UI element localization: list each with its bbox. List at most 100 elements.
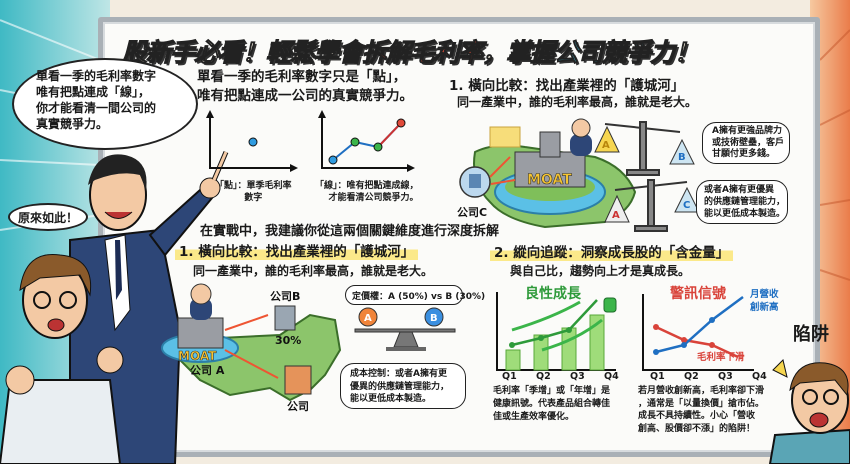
good-growth-chart (496, 292, 617, 371)
bubble-line: 甘願付更多錢。 (712, 149, 776, 159)
bubble-line: 能以更低成本製造。 (704, 209, 786, 219)
title-part: 股新手必看！輕鬆學會 (121, 38, 363, 68)
caption-line: 佳或生產效率優化。 (493, 412, 575, 422)
revenue-label: 月營收 創新高 (750, 288, 779, 314)
caption-line: 才能看清公司競爭力。 (328, 193, 419, 203)
good-caption: 毛利率「季增」或「年增」是 健康訊號。代表產品組合轉佳 佳或生產效率優化。 (493, 385, 610, 424)
speech-line: 真實競爭力。 (36, 117, 109, 131)
page-title: 股新手必看！輕鬆學會拆解毛利率，掌握公司競爭力！ (121, 33, 700, 69)
title-part: ，掌握 (482, 38, 556, 68)
point-dot (248, 137, 258, 147)
bubble-line: 能以更低成本製造。 (350, 394, 432, 404)
section1-sub: 同一產業中，誰的毛利率最高，誰就是老大。 (193, 264, 434, 278)
caption-line: 成長不具持續性。小心「營收 (638, 411, 756, 421)
section2-sub: 與自己比，趨勢向上才是真成長。 (510, 264, 691, 278)
label-line: 月營收 (750, 289, 779, 300)
quarter-label: Q2 (536, 371, 551, 382)
moat-label: MOAT (527, 172, 572, 188)
scale-label: A (364, 313, 372, 324)
caption-line: 健康訊號。代表產品組合轉佳 (493, 399, 611, 409)
intro-text: 單看一季的毛利率數字只是「點」， 唯有把點連成一公司的真實競爭力。 (197, 68, 413, 106)
speech-bubble-small (8, 203, 88, 231)
good-growth-title: 良性成長 (525, 286, 581, 302)
shock-burst-icon (772, 359, 788, 378)
scale-label: A (612, 210, 620, 221)
label-line: 創新高 (750, 302, 779, 313)
scale-label: C (683, 200, 690, 211)
line-dot (350, 137, 360, 147)
company-b-value: 30% (275, 334, 301, 347)
title-highlight-blue: 公司競爭力 (554, 38, 676, 68)
caption-line: 創高、股價卻不漲」的陷阱！ (638, 423, 756, 434)
title-part: ！ (674, 38, 700, 68)
company-b-label: 公司B (270, 290, 300, 303)
speech-main-text: 單看一季的毛利率數字 唯有把點連成「線」， 你才能看清一間公司的 真實競爭力。 (36, 68, 156, 132)
scale-label: B (678, 152, 686, 163)
bubble-line: A擁有更強品牌力 (712, 126, 782, 136)
section1-heading: 1. 橫向比較：找出產業裡的「護城河」 (175, 244, 419, 260)
warning-title: 警訊信號 (670, 286, 726, 302)
quarter-label: Q3 (570, 371, 585, 382)
company-other-label: 公司 (287, 400, 309, 413)
scale-label: A (602, 140, 610, 151)
thumbs-up-icon (603, 297, 617, 313)
line-dot (373, 142, 383, 152)
point-caption: 「點」：單季毛利率 數字 (215, 180, 292, 204)
company-c-label: 公司C (457, 206, 487, 219)
intro-line: 單看一季的毛利率數字只是「點」， (197, 69, 407, 85)
quarter-label: Q1 (502, 371, 517, 382)
bubble-line: 或技術壁壘，客戶 (712, 137, 785, 148)
us-map-illustration: MOAT 公司 A 公司B 30% 公司 (161, 283, 342, 413)
moat-illustration: MOAT 公司C A B A C (457, 118, 700, 232)
caption-line: 數字 (244, 193, 263, 203)
intro-line: 唯有把點連成一公司的真實競爭力。 (197, 88, 413, 104)
top-right-sub: 同一產業中，誰的毛利率最高，誰就是老大。 (457, 95, 698, 109)
pricing-text: 定價權：A (50%) vs B (30%) (352, 292, 486, 302)
section2-heading: 2. 縱向追蹤：洞察成長股的「含金量」 (490, 245, 734, 261)
brand-bubble (702, 122, 790, 164)
caption-line: 「點」：單季毛利率 (215, 181, 292, 191)
bubble-line: 的供應鏈管理能力， (704, 197, 786, 207)
warn-caption: 若月營收創新高，毛利率卻下滑 ，通常是「以量換價」搶市佔。 成長不具持續性。小心… (638, 385, 764, 435)
line-caption: 「線」：唯有把點連成線， 才能看清公司競爭力。 (315, 180, 419, 204)
cost-bubble-text: 成本控制：或者A擁有更 優異的供應鏈管理能力， 能以更低成本製造。 (350, 368, 449, 406)
bubble-line: 成本控制：或者A擁有更 (350, 369, 447, 379)
practice-text: 在實戰中，我建議你從這兩個關鍵維度進行深度拆解 (200, 224, 500, 239)
brand-bubble-text: A擁有更強品牌力 或技術壁壘，客戶 甘願付更多錢。 (712, 126, 784, 161)
title-highlight-red: 拆解毛利率 (362, 38, 484, 68)
bubble-line: 優異的供應鏈管理能力， (350, 381, 450, 392)
quarter-label: Q3 (718, 371, 733, 382)
supply-bubble-text: 或者A擁有更優異 的供應鏈管理能力， 能以更低成本製造。 (704, 184, 785, 220)
caption-line: 「線」：唯有把點連成線， (315, 181, 419, 191)
moat-label: MOAT (178, 349, 217, 363)
scale-label: B (430, 313, 438, 324)
caption-line: 毛利率「季增」或「年增」是 (493, 386, 611, 396)
speech-small-text: 原來如此！ (18, 211, 79, 225)
company-a-label: 公司 A (190, 364, 225, 377)
shocked-character (768, 359, 850, 464)
warning-chart (642, 294, 754, 371)
cost-bubble (340, 363, 466, 409)
point-vs-line-charts (206, 110, 415, 172)
warn-quarters: Q1 Q2 Q3 Q4 (650, 371, 767, 382)
pricing-scale: A B (354, 307, 456, 351)
quarter-label: Q1 (650, 371, 665, 382)
quarter-label: Q4 (604, 371, 619, 382)
bubble-line: 或者A擁有更優異 (704, 185, 774, 195)
supply-bubble (696, 180, 788, 224)
speech-line: 唯有把點連成「線」， (36, 85, 151, 99)
speech-bubble-main (12, 58, 198, 150)
trap-label: 陷阱 (793, 324, 829, 345)
line-dot (328, 155, 338, 165)
good-quarters: Q1 Q2 Q3 Q4 (502, 371, 619, 382)
speech-line: 單看一季的毛利率數字 (36, 69, 157, 83)
margin-label: 毛利率下滑 (697, 352, 745, 363)
caption-line: 若月營收創新高，毛利率卻下滑 (638, 386, 765, 396)
quarter-label: Q4 (752, 371, 767, 382)
speech-line: 你才能看清一間公司的 (36, 101, 157, 115)
pricing-bubble (345, 285, 463, 305)
quarter-label: Q2 (684, 371, 699, 382)
caption-line: ，通常是「以量換價」搶市佔。 (638, 398, 765, 409)
line-dot (396, 118, 406, 128)
top-right-heading: 1. 橫向比較：找出產業裡的「護城河」 (449, 78, 685, 94)
